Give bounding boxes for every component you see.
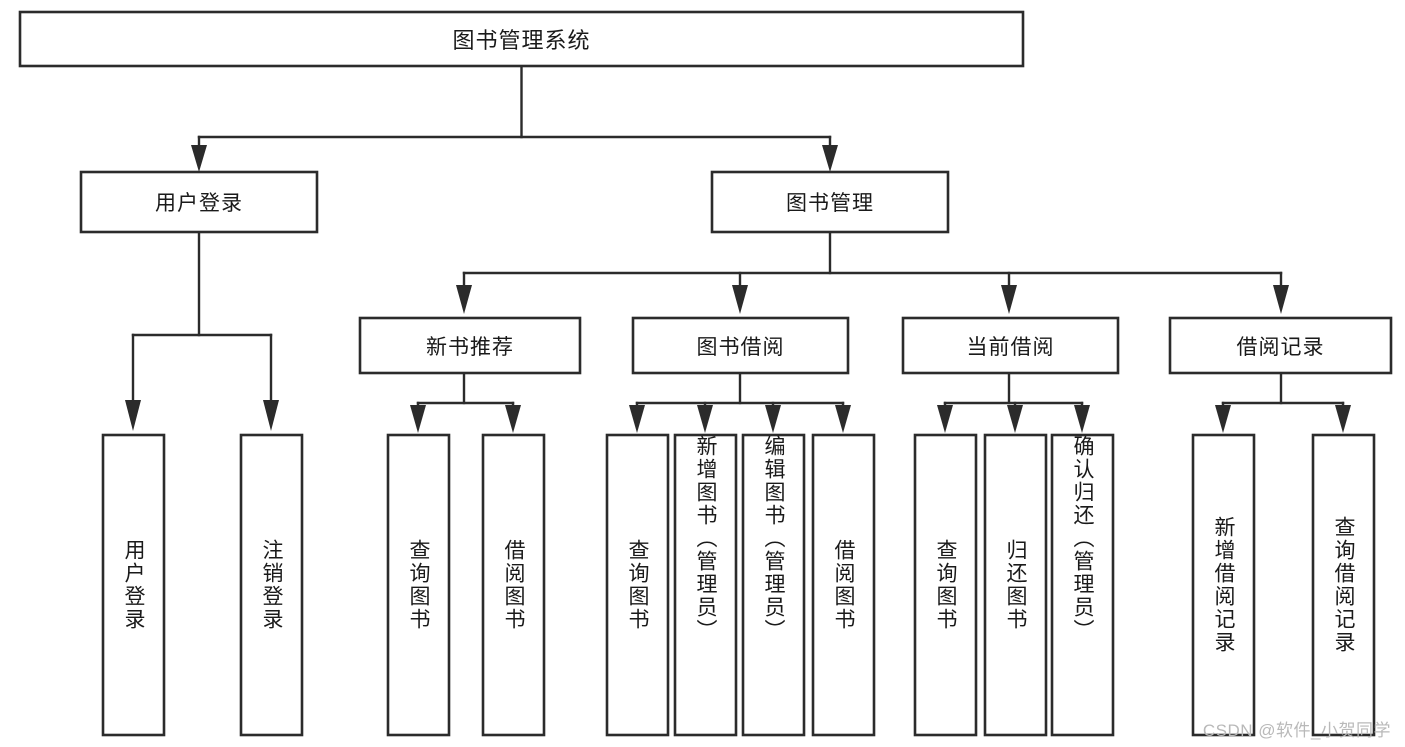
node-box-user-login[interactable] (79, 170, 319, 234)
arrow-head-leaf-borrow-book-1 (505, 405, 521, 433)
arrow-head-leaf-user-login (125, 400, 141, 431)
arrow-head-leaf-borrow-book-2 (835, 405, 851, 433)
arrow-head-leaf-add-borrow-record (1215, 405, 1231, 433)
node-box-book-borrow[interactable] (631, 316, 850, 375)
arrow-head-leaf-query-book-1 (410, 405, 426, 433)
node-box-leaf-confirm-return-admin[interactable] (1050, 433, 1115, 737)
node-box-leaf-add-borrow-record[interactable] (1191, 433, 1256, 737)
node-box-leaf-add-book-admin[interactable] (673, 433, 738, 737)
node-box-leaf-query-book-3[interactable] (913, 433, 978, 737)
connector-group-current-borrow (937, 371, 1090, 433)
arrow-head-borrow-record (1273, 285, 1289, 314)
connector-group-borrow-record (1215, 371, 1351, 433)
arrow-head-leaf-add-book-admin (697, 405, 713, 433)
arrow-head-leaf-query-book-3 (937, 405, 953, 433)
node-box-leaf-logout-login[interactable] (239, 433, 304, 737)
arrow-head-leaf-return-book (1007, 405, 1023, 433)
connector-group-root (191, 64, 838, 172)
arrow-head-leaf-confirm-return-admin (1074, 405, 1090, 433)
node-box-borrow-record[interactable] (1168, 316, 1393, 375)
arrow-head-leaf-logout-login (263, 400, 279, 431)
node-box-leaf-borrow-book-1[interactable] (481, 433, 546, 737)
node-box-leaf-return-book[interactable] (983, 433, 1048, 737)
node-box-leaf-edit-book-admin[interactable] (741, 433, 806, 737)
arrow-head-leaf-query-book-2 (629, 405, 645, 433)
arrow-head-leaf-query-borrow-record (1335, 405, 1351, 433)
arrow-head-user-login (191, 145, 207, 172)
node-box-leaf-query-borrow-record[interactable] (1311, 433, 1376, 737)
node-box-leaf-query-book-1[interactable] (386, 433, 451, 737)
connector-group-book-manage (456, 230, 1289, 314)
arrow-head-book-manage (822, 145, 838, 172)
arrow-head-leaf-edit-book-admin (765, 405, 781, 433)
arrow-head-new-book-recommend (456, 285, 472, 314)
node-box-leaf-borrow-book-2[interactable] (811, 433, 876, 737)
connector-group-user-login (125, 230, 279, 431)
arrow-head-book-borrow (732, 285, 748, 314)
node-box-current-borrow[interactable] (901, 316, 1120, 375)
connector-group-new-book-recommend (410, 371, 521, 433)
arrow-head-current-borrow (1001, 285, 1017, 314)
node-box-book-manage[interactable] (710, 170, 950, 234)
connector-group-book-borrow (629, 371, 851, 433)
node-box-leaf-user-login[interactable] (101, 433, 166, 737)
node-box-leaf-query-book-2[interactable] (605, 433, 670, 737)
node-box-root[interactable] (18, 10, 1025, 68)
node-box-new-book-recommend[interactable] (358, 316, 582, 375)
